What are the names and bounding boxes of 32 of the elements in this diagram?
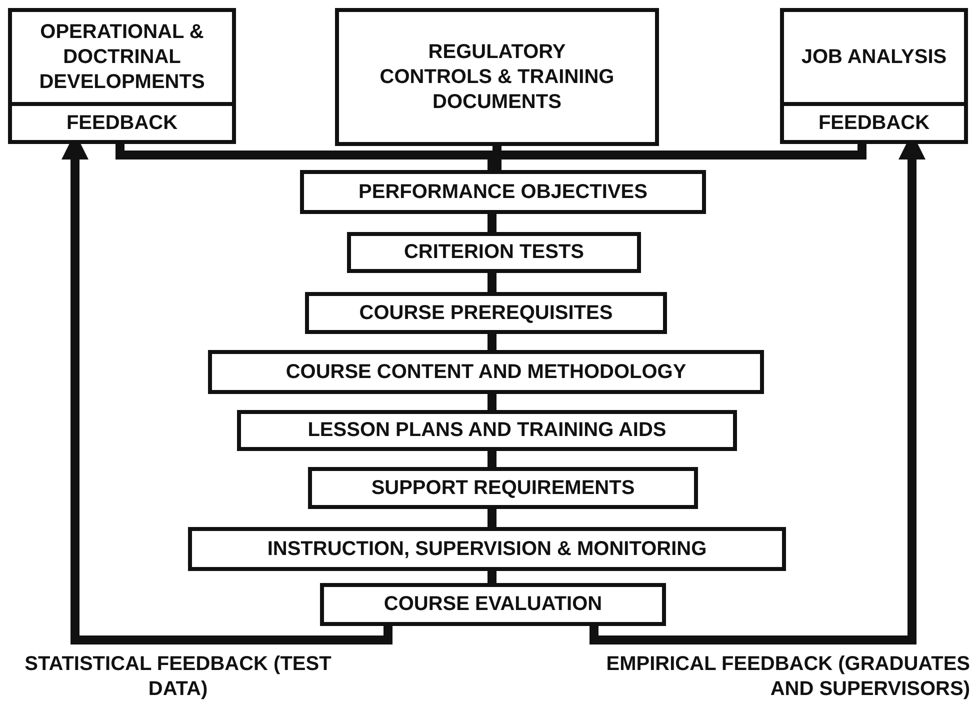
process-box xyxy=(300,170,706,214)
process-box xyxy=(320,583,666,626)
connector-line xyxy=(492,146,502,170)
process-box xyxy=(780,8,968,144)
box-label: REGULATORY CONTROLS & TRAINING DOCUMENTS xyxy=(378,40,616,114)
box-label: JOB ANALYSIS xyxy=(800,44,948,70)
box-label: COURSE PREREQUISITES xyxy=(358,300,614,326)
box-label: PERFORMANCE OBJECTIVES xyxy=(358,180,648,204)
connector-line xyxy=(488,273,496,292)
process-box xyxy=(188,527,786,571)
connector-line xyxy=(488,334,496,350)
process-box xyxy=(237,410,737,451)
box-label: COURSE CONTENT AND METHODOLOGY xyxy=(284,360,688,384)
connector-line xyxy=(488,509,496,527)
box-label: INSTRUCTION, SUPERVISION & MONITORING xyxy=(266,536,708,562)
box-label: COURSE EVALUATION xyxy=(382,592,604,617)
box-label: CRITERION TESTS xyxy=(402,240,585,265)
process-box xyxy=(208,350,764,394)
feedback-label: FEEDBACK xyxy=(12,102,232,140)
connector-line xyxy=(488,214,496,232)
process-box xyxy=(347,232,641,273)
box-label: OPERATIONAL & DOCTRINAL DEVELOPMENTS xyxy=(38,20,206,94)
connector-line xyxy=(488,451,496,467)
connector-line xyxy=(488,571,496,583)
process-box xyxy=(308,467,698,509)
process-box xyxy=(335,8,659,146)
box-label: SUPPORT REQUIREMENTS xyxy=(370,476,636,500)
feedback-label: FEEDBACK xyxy=(784,102,964,140)
connector-line xyxy=(488,394,496,410)
process-box xyxy=(305,292,667,334)
process-box xyxy=(8,8,236,144)
box-label: LESSON PLANS AND TRAINING AIDS xyxy=(306,418,668,443)
